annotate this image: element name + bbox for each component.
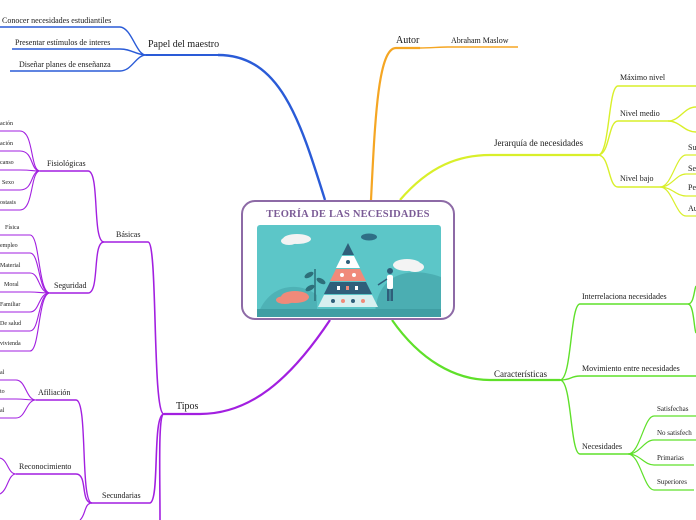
seguridad-node[interactable]: Seguridad (54, 281, 87, 290)
jerarquia-level-bajo[interactable]: Nivel bajo (620, 174, 654, 183)
afiliacion-node[interactable]: Afiliación (38, 388, 71, 397)
fisiologicas-item-5[interactable]: ostasis (0, 200, 17, 206)
bajo-item-4[interactable]: Au (688, 204, 696, 213)
fisiologicas-node[interactable]: Fisiológicas (47, 159, 86, 168)
central-topic-title: TEORÍA DE LAS NECESIDADES (266, 209, 430, 220)
jerarquia-connectors (399, 85, 696, 217)
bajo-item-2[interactable]: Se (688, 164, 696, 173)
seguridad-item-3[interactable]: Material (0, 263, 21, 269)
seguridad-item-5[interactable]: Familiar (0, 302, 21, 308)
necesidades-no-satisfechas[interactable]: No satisfech (657, 429, 692, 437)
fisiologicas-item-4[interactable]: Sexo (2, 180, 14, 186)
seguridad-item-6[interactable]: De salud (0, 321, 22, 327)
seguridad-item-1[interactable]: Física (5, 225, 20, 231)
afiliacion-item-3[interactable]: al (0, 408, 5, 414)
caract-item-movimiento[interactable]: Movimiento entre necesidades (582, 364, 680, 373)
papel-item-3[interactable]: Diseñar planes de enseñanza (19, 60, 111, 69)
fisiologicas-item-1[interactable]: ación (0, 121, 13, 127)
basicas-node[interactable]: Básicas (116, 230, 141, 239)
seguridad-item-2[interactable]: empleo (0, 243, 18, 249)
pyramid-illustration (257, 225, 441, 317)
jerarquia-node[interactable]: Jerarquía de necesidades (494, 138, 583, 148)
papel-connectors (0, 26, 327, 201)
central-topic-card[interactable]: TEORÍA DE LAS NECESIDADES (241, 200, 455, 320)
afiliacion-item-1[interactable]: al (0, 370, 5, 376)
autor-connectors (369, 46, 518, 201)
caracteristicas-connectors (391, 285, 696, 491)
fisiologicas-item-2[interactable]: ación (0, 141, 13, 147)
jerarquia-level-medio[interactable]: Nivel medio (620, 109, 660, 118)
seguridad-item-4[interactable]: Moral (4, 282, 19, 288)
reconocimiento-node[interactable]: Reconocimiento (19, 462, 72, 471)
tipos-connectors (0, 130, 331, 520)
necesidades-satisfechas[interactable]: Satisfechas (657, 405, 689, 413)
autor-value[interactable]: Abraham Maslow (451, 36, 509, 45)
papel-del-maestro-node[interactable]: Papel del maestro (148, 39, 220, 50)
necesidades-superiores[interactable]: Superiores (657, 478, 687, 486)
fisiologicas-item-3[interactable]: canso (0, 160, 14, 166)
secundarias-node[interactable]: Secundarias (102, 491, 141, 500)
bajo-item-1[interactable]: Su (688, 143, 696, 152)
papel-item-1[interactable]: Conocer necesidades estudiantiles (2, 16, 112, 25)
afiliacion-item-2[interactable]: to (0, 389, 5, 395)
autor-node[interactable]: Autor (396, 35, 420, 46)
papel-item-2[interactable]: Presentar estímulos de interes (15, 38, 111, 47)
jerarquia-level-max[interactable]: Máximo nivel (620, 73, 666, 82)
bajo-item-3[interactable]: Pe (688, 183, 696, 192)
necesidades-primarias[interactable]: Primarias (657, 454, 684, 462)
caract-item-necesidades[interactable]: Necesidades (582, 442, 622, 451)
seguridad-item-7[interactable]: vivienda (0, 341, 21, 347)
caract-item-interrelaciona[interactable]: Interrelaciona necesidades (582, 292, 667, 301)
tipos-node[interactable]: Tipos (176, 401, 199, 412)
caracteristicas-node[interactable]: Características (494, 369, 547, 379)
